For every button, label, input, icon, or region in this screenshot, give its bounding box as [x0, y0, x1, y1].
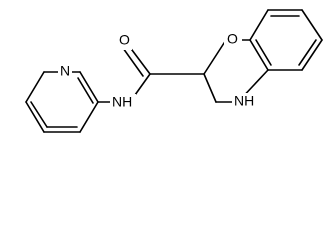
ring-nitrogen-label: NH: [234, 93, 254, 109]
bond: [79, 71, 99, 103]
bond: [249, 9, 269, 41]
pyridine-nitrogen-label: N: [60, 63, 70, 79]
carbonyl-oxygen-label: O: [119, 32, 130, 48]
pyridine-ring-bonds: [25, 71, 99, 133]
amide-nitrogen-label: NH: [112, 94, 132, 110]
bond-inner: [77, 77, 94, 104]
atom-labels: O O NH NH N: [58, 31, 256, 112]
bond: [25, 71, 45, 103]
bond: [301, 39, 323, 71]
bond-inner: [30, 101, 48, 128]
bond: [203, 39, 227, 75]
bond: [122, 47, 144, 77]
bond-inner: [298, 39, 317, 66]
bond: [25, 101, 45, 133]
molecule-structure: O O NH NH N: [25, 9, 323, 133]
bond: [203, 73, 217, 103]
bond-inner: [255, 39, 272, 66]
benzene-ring-bonds: [249, 9, 323, 71]
bond: [79, 101, 99, 133]
bond: [249, 39, 269, 71]
bond: [301, 9, 323, 41]
ring-oxygen-label: O: [227, 31, 238, 47]
bond: [128, 45, 151, 75]
